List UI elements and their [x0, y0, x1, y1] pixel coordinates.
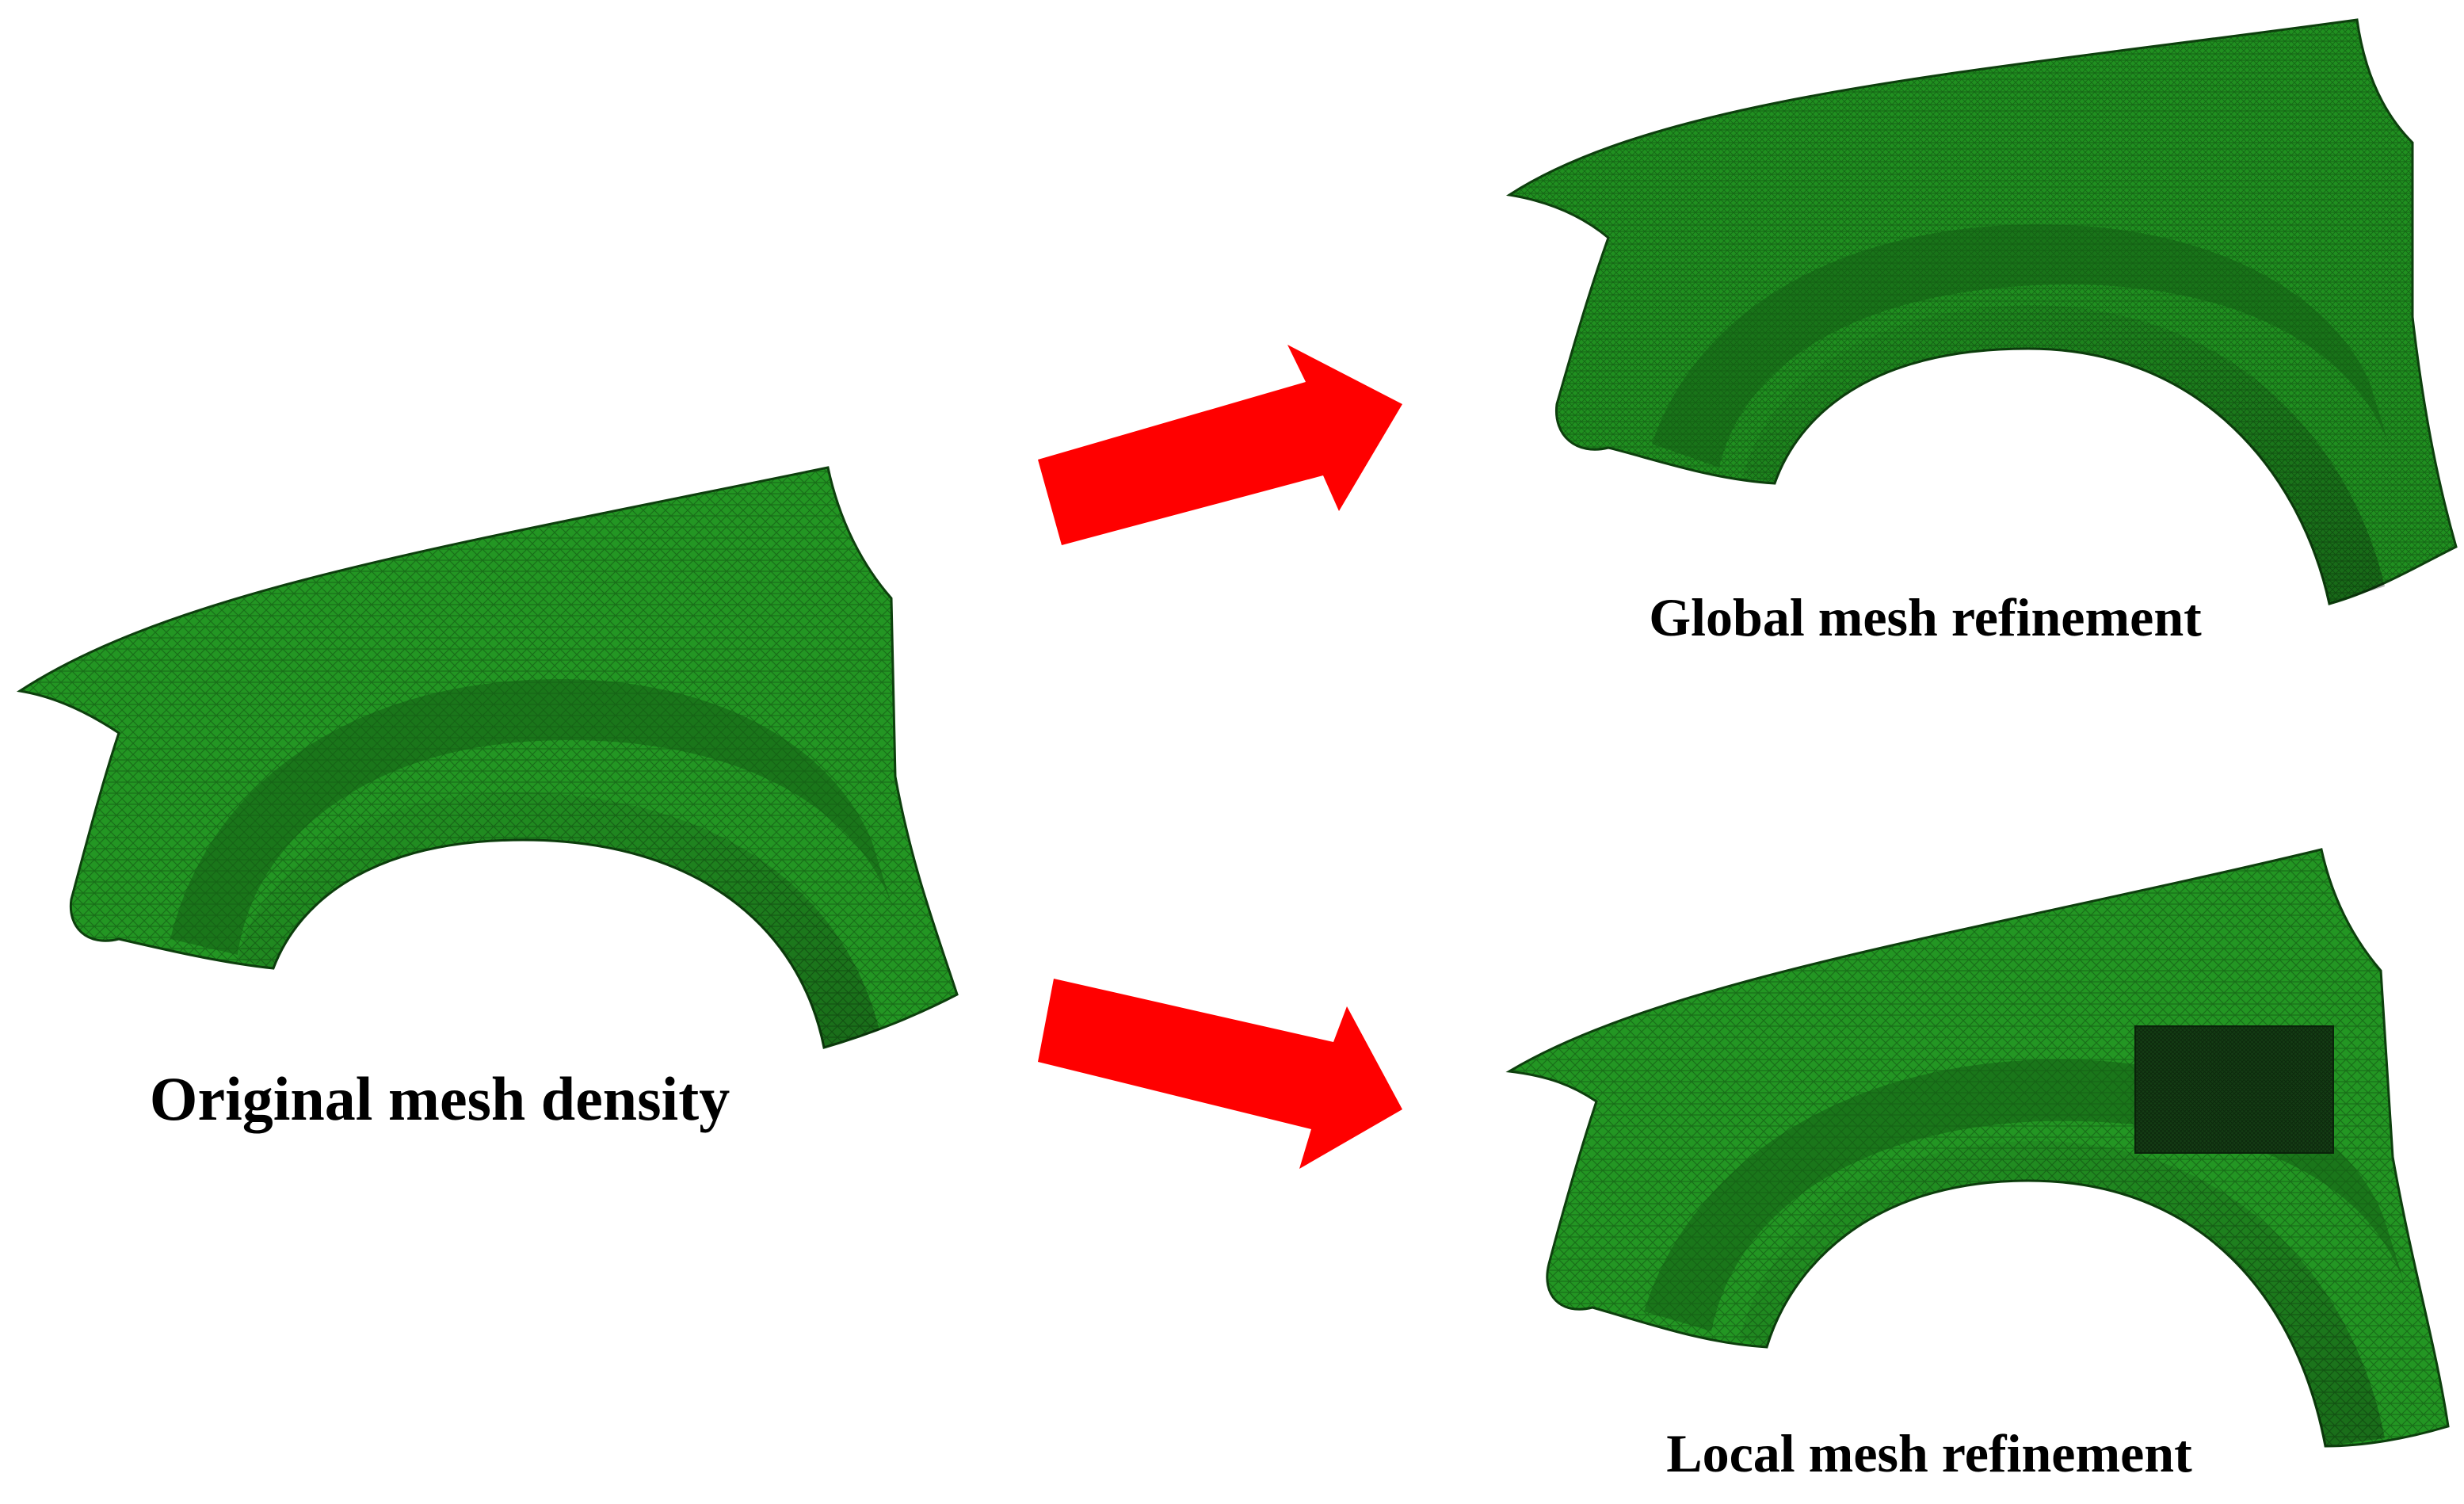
fender-global — [1505, 18, 2458, 605]
fender-original-arch-shade — [238, 792, 879, 1048]
arrow-bottom — [1038, 979, 1402, 1169]
right-arrow-icon — [1038, 345, 1402, 545]
fender-original — [16, 466, 959, 1049]
label-global-mesh-refinement: Global mesh refinement — [1649, 587, 2202, 647]
fender-original-arch-groove — [170, 678, 891, 955]
fender-local-arch-shade — [1739, 1141, 2385, 1446]
fender-global-arch-shade — [1743, 305, 2385, 604]
fender-local — [1505, 848, 2450, 1448]
right-arrow-icon — [1038, 979, 1402, 1169]
fender-original-body — [16, 466, 959, 1049]
local-refinement-patch — [2134, 1025, 2334, 1154]
label-local-mesh-refinement: Local mesh refinement — [1666, 1423, 2192, 1483]
label-original-mesh-density: Original mesh density — [149, 1064, 730, 1133]
fender-global-arch-groove — [1652, 224, 2389, 468]
arrow-top — [1038, 345, 1402, 545]
